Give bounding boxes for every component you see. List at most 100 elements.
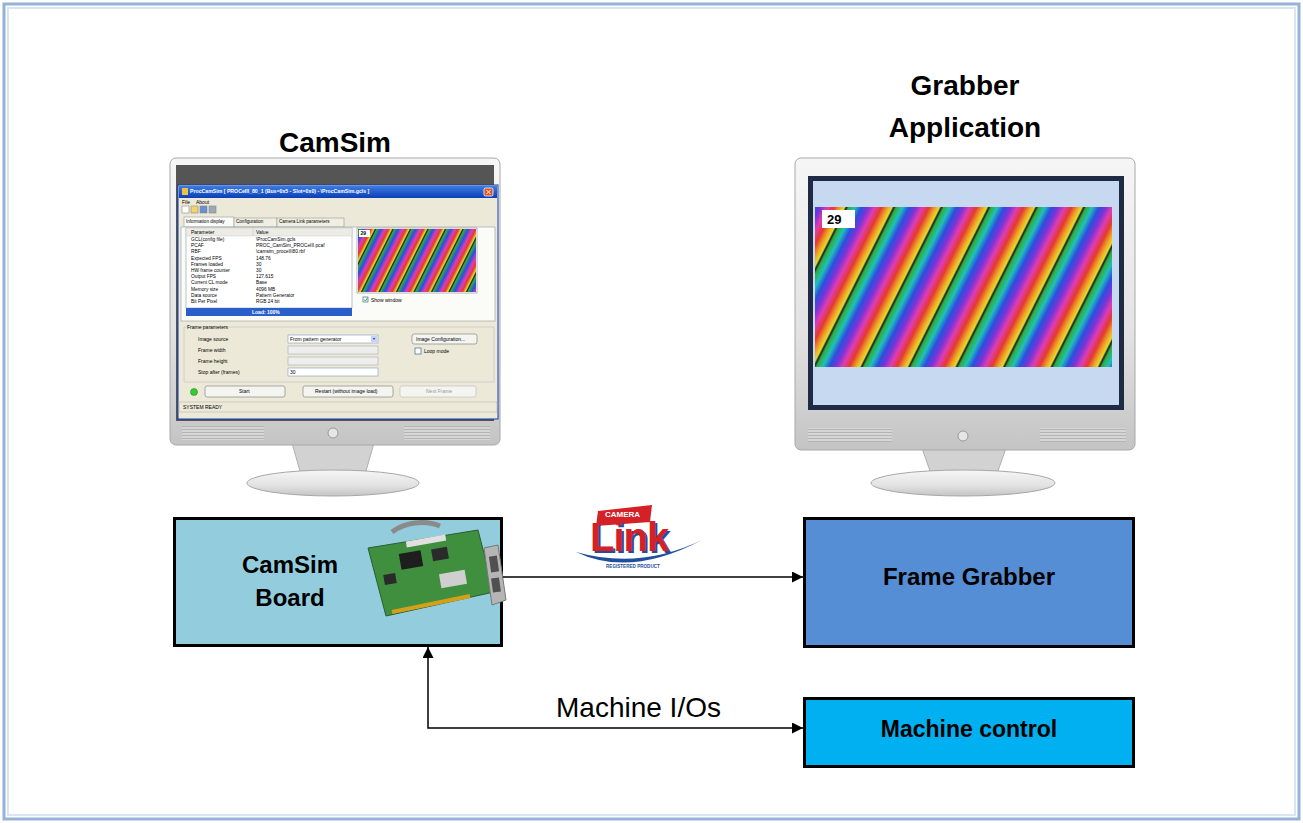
power-button [958,431,968,441]
table-cell: \ProcCamSim.gcls [256,238,295,243]
ui-text: Image Configuration... [416,337,465,342]
tab [184,217,234,227]
table-cell: 4096 MB [256,288,275,293]
monitor-bezel [795,158,1135,450]
app-icon [182,188,188,195]
button [400,386,476,397]
title-bar [179,186,497,198]
tab [234,218,277,227]
logo-text: REGISTERED PRODUCT [606,565,660,570]
ui-text: About [196,200,209,205]
dropdown-button [371,336,377,342]
table-cell: GCL(config file) [191,238,224,243]
table-cell: PROC_CamSim_PROCeIII.pcaf [256,244,325,249]
power-button [328,428,338,438]
table-cell: RBF [191,250,201,255]
table-cell: 30 [256,269,261,274]
ui-text: From pattern generator [290,337,341,342]
connector-label: Machine I/Os [556,692,721,724]
ui-text: Stop after (frames) [198,370,240,375]
ui-text: Restart (without image load) [315,389,378,394]
frame-counter: 29 [827,213,841,226]
table-cell: 30 [256,263,261,268]
table-divider [253,228,254,236]
grabbed-image [815,207,1112,367]
table-cell: 148.76 [256,257,271,262]
status-bar [179,402,497,412]
control-box: Machine control [803,697,1135,768]
table-cell: Expected FPS [191,257,222,262]
ui-text: Configuration [236,220,263,225]
ui-text: Loop mode [424,349,449,354]
frame-counter: 29 [361,231,367,236]
table-cell: Base [256,281,267,286]
preview-pattern [358,229,476,292]
toolbar-icon [191,206,198,213]
monitor-screen-frame [808,176,1124,410]
group-box [184,327,494,382]
ui-text: Parameter [191,230,214,235]
checkmark [364,298,368,301]
table-cell: 127.615 [256,275,273,280]
checkbox [363,297,368,302]
table-cell: RGB 24 bit [256,300,279,305]
ui-text: Camera Link parameters [279,220,330,225]
software-screenshot [178,185,498,419]
box-label: CamSim Board [220,548,360,614]
input-field [288,357,378,365]
status-light [191,389,198,396]
dropdown [288,335,378,343]
table-cell: Memory size [191,288,218,293]
monitor-bezel [170,158,500,445]
window-title: ProcCamSim [ PROCeIII_80_1 (Bus=0x5 - Sl… [190,189,369,194]
table-cell: Current CL mode [191,281,228,286]
ui-text: Image source [198,337,228,342]
table-cell: Data source [191,294,217,299]
tab-panel [181,227,495,321]
outer-frame [4,4,1299,819]
monitor-neck [292,443,374,471]
ui-text: Start [239,389,250,394]
ui-text: Information display [186,220,225,225]
connector-arrow [503,576,803,578]
preview-frame [357,228,477,293]
table-cell: PCAF [191,244,204,249]
ui-text: Load: 100% [252,310,280,315]
table-cell: Pattern Generator [256,294,294,299]
outer-frame-inner [8,8,1295,815]
right-monitor [795,158,1135,496]
progress-bar [186,308,352,316]
ui-text: Next Frame [426,389,452,394]
monitor-base [247,470,419,496]
speaker-grille [1040,428,1126,442]
table-cell: Bit Per Pixel [191,300,217,305]
ui-text: 30 [290,370,296,375]
grabber-box: Frame Grabber [803,517,1135,648]
checkbox [415,348,421,354]
logo-text: Link [590,517,668,557]
table-cell: Output FPS [191,275,216,280]
monitor-screen [176,165,494,421]
speaker-grille [404,426,490,440]
frame-counter-box [359,230,370,237]
tab [277,218,344,227]
ui-text: Value [256,230,268,235]
button [412,334,477,344]
camera-link-logo [576,505,702,563]
toolbar-icon [209,206,216,213]
toolbar-icon [182,206,189,213]
parameter-table [186,228,352,308]
board-box: CamSim Board [173,517,503,647]
ui-text: Frame width [198,348,226,353]
frame-counter-box [822,210,855,228]
table-cell: \camsim_proceIII80.rbf [256,250,305,255]
ui-text: Frame parameters [187,325,228,330]
left-monitor [170,158,500,496]
speaker-grille [808,428,892,442]
button [303,386,393,397]
ui-text: SYSTEM READY [183,405,222,410]
ui-text: Frame height [198,359,227,364]
box-label: Machine control [806,713,1132,745]
monitor-screen [813,181,1119,405]
dropdown-arrow [373,338,376,340]
